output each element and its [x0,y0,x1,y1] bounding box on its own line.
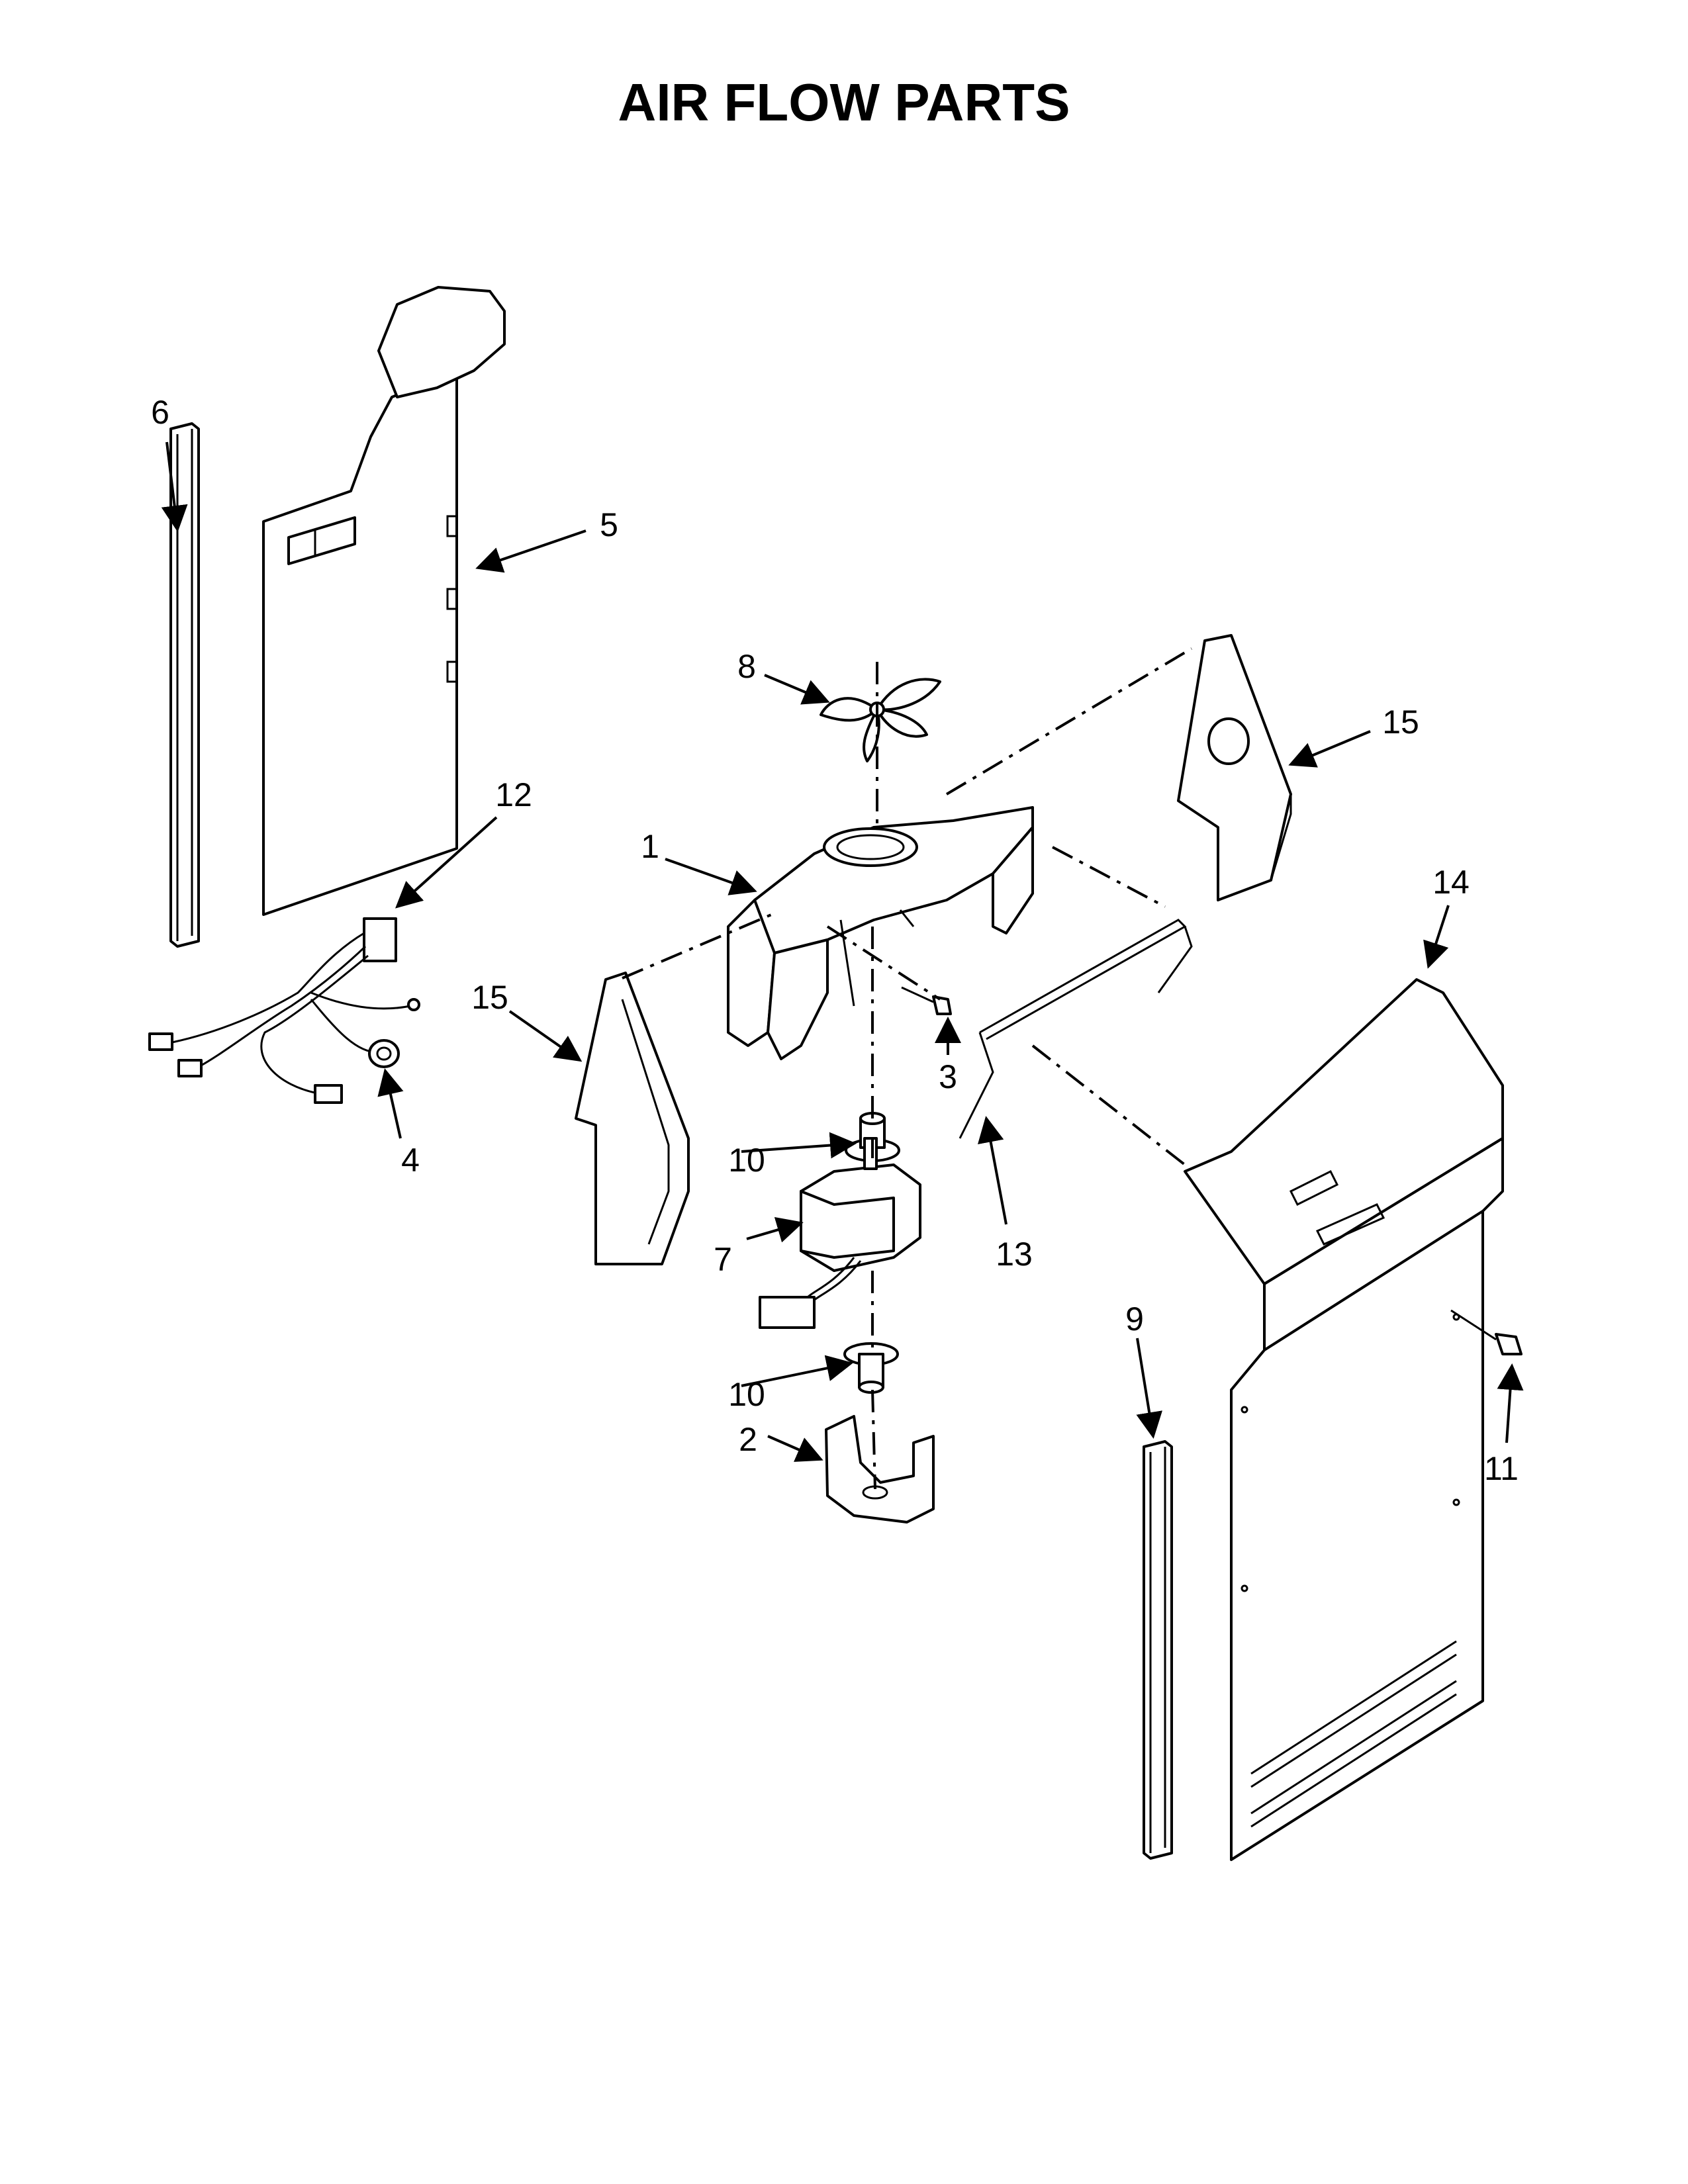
part-5-evaporator-cover [262,286,506,916]
part-15-left-baffle [575,972,690,1265]
part-2-motor-bracket [825,1415,935,1524]
callout-9: 9 [1125,1300,1144,1338]
part-7-fan-motor [759,1137,921,1329]
callout-14: 14 [1432,864,1470,901]
callout-3: 3 [939,1058,957,1095]
callout-1: 1 [641,828,659,865]
alignment-lines [622,647,1193,1490]
part-9-gasket-strip [1143,1440,1173,1860]
duct-cover-vents [1250,1640,1457,1828]
callout-10-lower: 10 [728,1376,765,1413]
part-6-gasket-strip [169,422,200,948]
part-11-screw [1450,1309,1523,1355]
callout-12: 12 [495,776,532,813]
callout-15-right: 15 [1382,704,1419,741]
part-8-fan-blade [820,678,941,762]
part-4-thermistor [368,1039,400,1068]
part-14-duct-cover [1184,978,1504,1861]
callout-labels: 6 5 8 15 12 1 14 15 3 4 10 13 7 9 10 2 1… [151,394,1519,1487]
part-12-wire-harness [148,917,420,1104]
callout-5: 5 [600,506,618,543]
callout-11: 11 [1484,1450,1519,1487]
callout-4: 4 [401,1142,420,1179]
callout-7: 7 [714,1241,732,1278]
callout-2: 2 [739,1421,757,1458]
callout-10-upper: 10 [728,1142,765,1179]
page-title: AIR FLOW PARTS [618,73,1070,132]
callout-6: 6 [151,394,169,431]
part-10-lower-grommet [843,1342,899,1394]
callout-13: 13 [996,1236,1033,1273]
part-15-right-baffle [1177,634,1292,901]
part-3-screw [901,986,952,1015]
leader-lines [161,441,1524,1462]
callout-8: 8 [737,648,756,685]
part-13-wire-retainer [959,919,1193,1139]
part-1-fan-shroud [727,806,1034,1060]
callout-15-left: 15 [471,979,508,1016]
